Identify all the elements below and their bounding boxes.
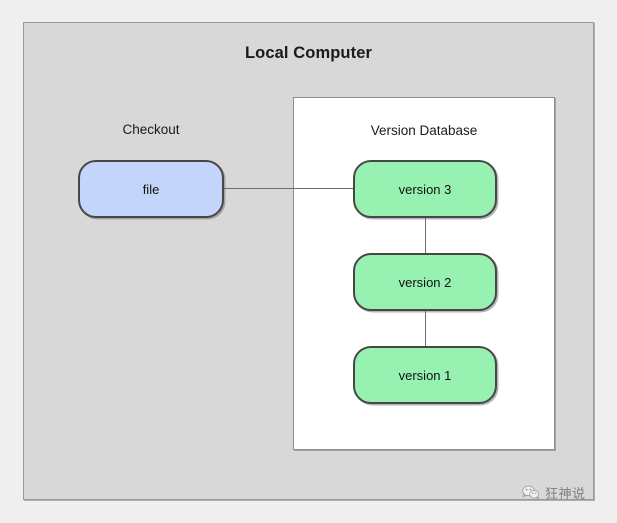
watermark-text: 狂神说 — [545, 486, 586, 501]
checkout-label: Checkout — [122, 122, 180, 137]
version-database-title: Version Database — [370, 123, 478, 138]
edge-version3-to-version2 — [425, 218, 426, 253]
edge-file-to-version3 — [224, 188, 353, 189]
edge-version2-to-version1 — [425, 311, 426, 346]
watermark: 狂神说 — [522, 483, 586, 502]
node-file[interactable]: file — [78, 160, 224, 218]
node-version-3[interactable]: version 3 — [353, 160, 497, 218]
wechat-icon — [522, 485, 540, 500]
node-version-1[interactable]: version 1 — [353, 346, 497, 404]
node-version-2[interactable]: version 2 — [353, 253, 497, 311]
local-computer-title: Local Computer — [245, 44, 372, 62]
